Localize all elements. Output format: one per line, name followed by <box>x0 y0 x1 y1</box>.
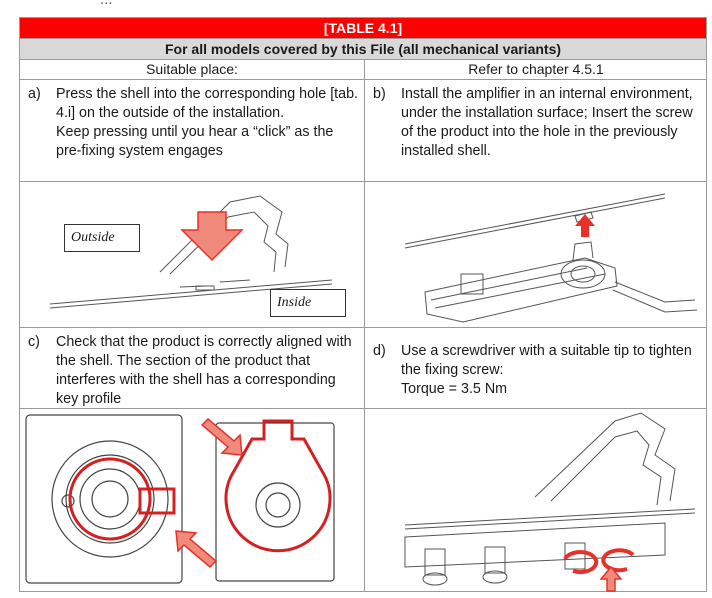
label-inside: Inside <box>270 289 346 317</box>
left-header: Suitable place: <box>146 61 238 77</box>
step-a-text-2: Keep pressing until you hear a “click” a… <box>56 124 334 159</box>
row-divider <box>20 408 706 409</box>
up-arrow-icon <box>599 565 623 592</box>
figure-screw-tighten <box>404 412 696 592</box>
row-divider <box>20 327 706 328</box>
step-d: d) Use a screwdriver with a suitable tip… <box>365 328 707 408</box>
label-outside: Outside <box>64 224 140 252</box>
row-divider <box>20 79 706 80</box>
row-divider <box>20 181 706 182</box>
rotate-arrow-icon <box>601 548 635 573</box>
step-c-text-1: Check that the product is correctly alig… <box>56 334 352 407</box>
step-a-text-1: Press the shell into the corresponding h… <box>56 86 359 121</box>
row-divider <box>20 59 706 60</box>
step-d-text-1: Use a screwdriver with a suitable tip to… <box>401 343 692 378</box>
step-b-label: b) <box>373 86 386 102</box>
step-a-label: a) <box>28 86 41 102</box>
figure-shell-alignment <box>25 414 335 584</box>
table-subtitle: For all models covered by this File (all… <box>20 38 706 59</box>
up-arrow-icon <box>575 214 595 237</box>
rotate-arrow-icon <box>563 550 599 575</box>
down-arrow-icon <box>180 211 244 262</box>
table-title: [TABLE 4.1] <box>20 18 706 38</box>
figure-shell-press <box>49 195 333 309</box>
step-c-label: c) <box>28 334 40 350</box>
step-a: a) Press the shell into the correspondin… <box>20 80 364 181</box>
installation-table: [TABLE 4.1] For all models covered by th… <box>19 17 707 592</box>
figure-amplifier-insert <box>404 193 698 323</box>
step-c: c) Check that the product is correctly a… <box>20 328 364 408</box>
clipped-heading: ... <box>100 0 113 8</box>
column-divider <box>364 59 365 591</box>
step-d-label: d) <box>373 343 386 359</box>
step-b-text-1: Install the amplifier in an internal env… <box>401 86 693 159</box>
step-d-text-2: Torque = 3.5 Nm <box>401 381 508 397</box>
diagonal-arrow-icon <box>175 530 218 569</box>
diagonal-arrow-icon <box>200 417 243 456</box>
right-header: Refer to chapter 4.5.1 <box>468 61 604 77</box>
step-b: b) Install the amplifier in an internal … <box>365 80 707 181</box>
